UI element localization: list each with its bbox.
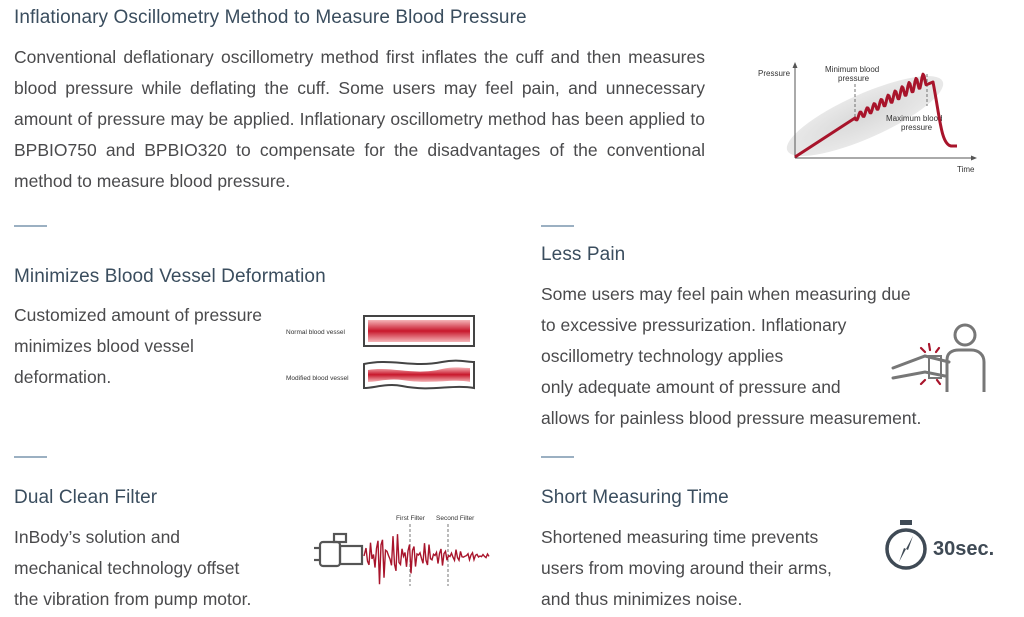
- first-filter-label: First Filter: [396, 515, 426, 522]
- graph-y-arrow: [792, 62, 798, 68]
- time-line-3: and thus minimizes noise.: [541, 589, 743, 609]
- normal-vessel-wall: [363, 315, 475, 347]
- vessel-line-2: minimizes blood vessel: [14, 336, 194, 356]
- vessel-title: Minimizes Blood Vessel Deformation: [14, 266, 326, 287]
- pump-motor-icon: [314, 532, 364, 568]
- pain-title: Less Pain: [541, 244, 626, 265]
- vibration-waveform: [363, 534, 490, 585]
- section-rule-filter: [14, 456, 47, 458]
- inflation-graph: Pressure Time Minimum blood pressure Max…: [758, 62, 977, 174]
- graph-max-label-1: Maximum blood: [886, 114, 942, 123]
- filter-illustration: First Filter Second Filter: [314, 515, 490, 586]
- graph-x-arrow: [971, 155, 977, 161]
- normal-vessel-label: Normal blood vessel: [286, 329, 345, 336]
- normal-vessel-blood: [368, 320, 470, 342]
- pain-line-5: allows for painless blood pressure measu…: [541, 408, 922, 428]
- section-rule-pain: [541, 225, 574, 227]
- graph-x-label: Time: [957, 165, 975, 174]
- modified-vessel-wall: [363, 359, 475, 390]
- pain-paragraph: Some users may feel pain when measuring …: [541, 279, 921, 434]
- section-rule-vessel: [14, 225, 47, 227]
- stopwatch-icon: [885, 520, 927, 570]
- time-line-2: users from moving around their arms,: [541, 558, 832, 578]
- filter-line-2: mechanical technology offset: [14, 558, 240, 578]
- time-badge: 30sec.: [933, 538, 995, 560]
- filter-line-1: InBody’s solution and: [14, 527, 181, 547]
- vessel-illustration: Normal blood vessel Modified blood vesse…: [286, 315, 475, 390]
- section-rule-time: [541, 456, 574, 458]
- arm-pain-icon: [891, 323, 986, 392]
- graph-min-label-2: pressure: [838, 74, 870, 83]
- time-line-1: Shortened measuring time prevents: [541, 527, 819, 547]
- vessel-paragraph: Customized amount of pressure minimizes …: [14, 300, 262, 393]
- time-title: Short Measuring Time: [541, 487, 729, 508]
- filter-title: Dual Clean Filter: [14, 487, 158, 508]
- filter-paragraph: InBody’s solution and mechanical technol…: [14, 522, 251, 615]
- graph-min-label-1: Minimum blood: [825, 65, 879, 74]
- graph-max-label-2: pressure: [901, 123, 933, 132]
- modified-vessel-label: Modified blood vessel: [286, 375, 349, 382]
- pain-line-4: only adequate amount of pressure and: [541, 377, 841, 397]
- graph-pressure-curve: [794, 72, 957, 159]
- pain-line-3: oscillometry technology applies: [541, 346, 784, 366]
- graph-y-label: Pressure: [758, 69, 791, 78]
- pain-line-1: Some users may feel pain when measuring …: [541, 284, 911, 304]
- filter-line-3: the vibration from pump motor.: [14, 589, 252, 609]
- time-paragraph: Shortened measuring time prevents users …: [541, 522, 832, 615]
- pain-line-2: to excessive pressurization. Inflationar…: [541, 315, 847, 335]
- intro-paragraph: Conventional deflationary oscillometry m…: [14, 47, 705, 191]
- intro-title: Inflationary Oscillometry Method to Meas…: [14, 7, 527, 28]
- vessel-line-3: deformation.: [14, 367, 112, 387]
- modified-vessel-blood: [368, 367, 470, 382]
- vessel-line-1: Customized amount of pressure: [14, 305, 263, 325]
- second-filter-label: Second Filter: [436, 515, 475, 522]
